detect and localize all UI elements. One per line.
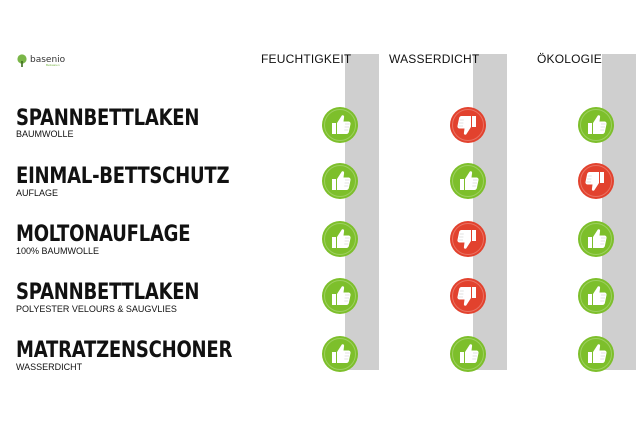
row-subtitle: BAUMWOLLE (16, 129, 74, 139)
row-subtitle: POLYESTER VELOURS & SAUGVLIES (16, 304, 177, 314)
thumbs-up-icon (578, 107, 614, 143)
thumbs-up-icon (322, 107, 358, 143)
row-title: SPANNBETTLAKEN (16, 280, 200, 305)
row-title: EINMAL-BETTSCHUTZ (16, 164, 230, 189)
brand-tagline: Bettwaren (46, 63, 60, 67)
row-subtitle: AUFLAGE (16, 188, 59, 198)
row-title: MATRATZENSCHONER (16, 338, 233, 363)
column-bar-wasserdicht (473, 54, 507, 370)
thumbs-up-icon (450, 163, 486, 199)
column-header-oekologie: ÖKOLOGIE (537, 52, 602, 66)
thumbs-up-icon (322, 221, 358, 257)
thumbs-down-icon (578, 163, 614, 199)
thumbs-down-icon (450, 107, 486, 143)
row-subtitle: 100% BAUMWOLLE (16, 246, 100, 256)
thumbs-up-icon (322, 163, 358, 199)
brand-logo: basenio Bettwaren (16, 54, 65, 67)
thumbs-up-icon (578, 221, 614, 257)
thumbs-up-icon (578, 336, 614, 372)
thumbs-up-icon (578, 278, 614, 314)
thumbs-up-icon (322, 278, 358, 314)
column-bar-feuchtigkeit (345, 54, 379, 370)
thumbs-up-icon (322, 336, 358, 372)
row-subtitle: WASSERDICHT (16, 362, 83, 372)
tree-logo-icon (17, 54, 27, 67)
brand-name: basenio (30, 55, 66, 65)
row-title: MOLTONAUFLAGE (16, 222, 191, 247)
thumbs-up-icon (450, 336, 486, 372)
thumbs-down-icon (450, 278, 486, 314)
column-bar-oekologie (602, 54, 636, 370)
thumbs-down-icon (450, 221, 486, 257)
column-header-feuchtigkeit: FEUCHTIGKEIT (261, 52, 352, 66)
column-header-wasserdicht: WASSERDICHT (389, 52, 480, 66)
row-title: SPANNBETTLAKEN (16, 106, 200, 131)
